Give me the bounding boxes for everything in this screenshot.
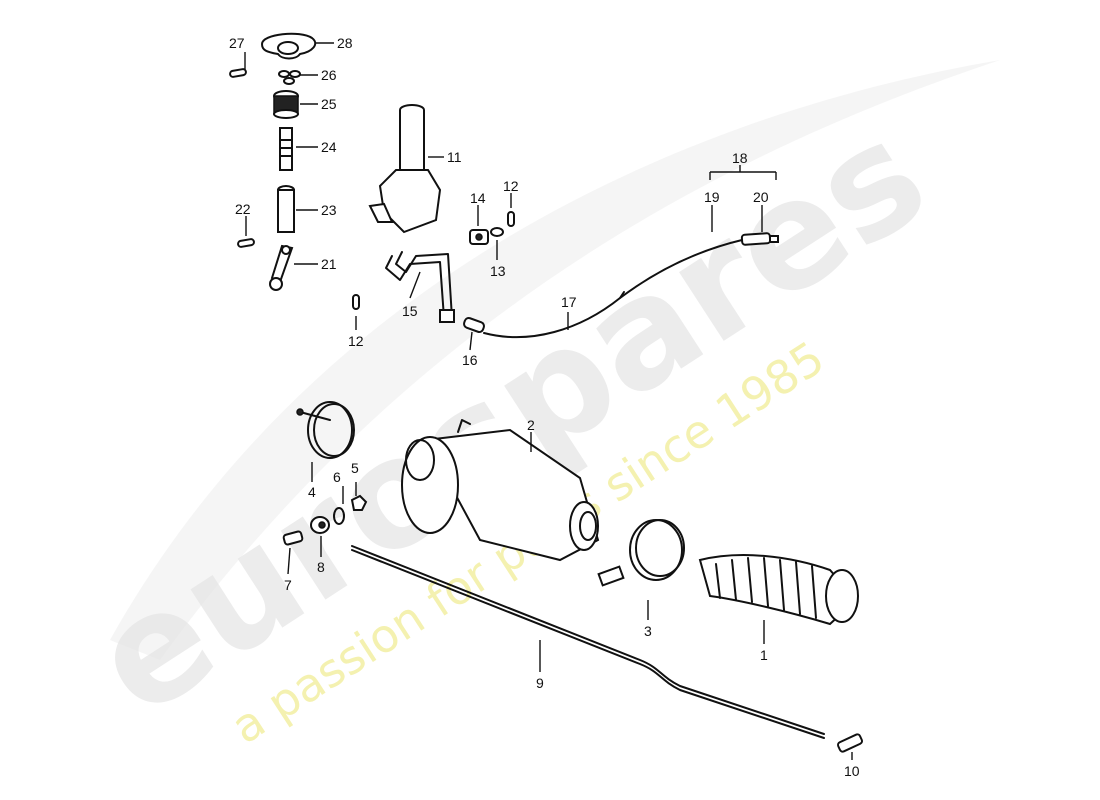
callout-2: 2 [527,417,535,433]
part-7-bolt [282,530,304,546]
part-11-bracket [368,104,442,234]
callout-22: 22 [235,201,251,217]
callout-15: 15 [402,303,418,319]
part-28-knob [260,32,317,60]
callout-23: 23 [321,202,337,218]
part-15-rod [385,251,455,323]
part-6-ring [333,507,345,525]
callout-10: 10 [844,763,860,779]
part-8-bushing [310,516,330,534]
watermark: eurospares a passion for parts since 198… [65,60,1000,754]
callout-3: 3 [644,623,652,639]
leader-lines [244,42,853,760]
callout-9: 9 [536,675,544,691]
part-27-pin [229,68,247,78]
callout-6: 6 [333,469,341,485]
callout-24: 24 [321,139,337,155]
part-2-silencer [401,419,600,562]
part-12-pin-lower [352,294,360,310]
callout-27: 27 [229,35,245,51]
part-10-nipple [836,733,864,753]
callout-12-upper: 12 [503,178,519,194]
part-4-clamp [296,401,355,459]
part-24-stem [279,127,293,171]
callout-4: 4 [308,484,316,500]
part-17-cable [483,232,779,339]
callout-17: 17 [561,294,577,310]
part-13-washer [490,227,504,237]
callout-8: 8 [317,559,325,575]
callout-18: 18 [732,150,748,166]
part-12-pin-upper [507,211,515,227]
callout-5: 5 [351,460,359,476]
callout-28: 28 [337,35,353,51]
part-9-tube [351,545,825,739]
part-22-pin [237,238,255,248]
callout-19: 19 [704,189,720,205]
callout-25: 25 [321,96,337,112]
watermark-swoosh [110,60,1000,660]
callout-7: 7 [284,577,292,593]
callout-11: 11 [447,149,462,165]
callout-20: 20 [753,189,769,205]
callout-14: 14 [470,190,486,206]
part-16-sleeve [463,317,485,333]
part-26-rings [278,70,301,85]
callout-13: 13 [490,263,506,279]
part-5-nut [350,494,368,511]
callout-1: 1 [760,647,768,663]
callout-12-lower: 12 [348,333,364,349]
part-25-filter [273,90,299,119]
part-3-clamp [597,519,685,587]
callout-21: 21 [321,256,337,272]
part-14-nut [469,229,489,245]
part-23-tube [277,185,295,233]
callout-16: 16 [462,352,478,368]
part-1-hose [698,554,859,626]
callout-26: 26 [321,67,337,83]
part-21-lever [269,244,294,291]
callout-labels: 28 27 26 25 24 23 22 21 11 15 12 14 12 1… [229,35,860,779]
